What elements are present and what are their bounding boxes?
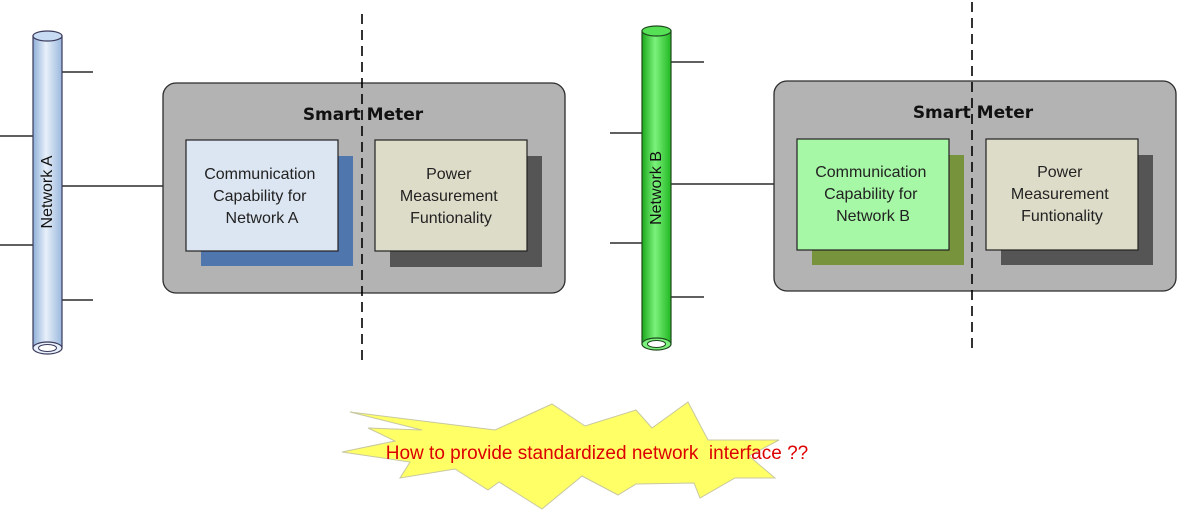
power-box-a-text: Power Measurement Funtionality — [400, 166, 502, 227]
comm-box-a-line: Capability for — [213, 188, 307, 205]
network-b-label: Network B — [648, 151, 665, 225]
power-box-a-line: Power — [426, 166, 472, 183]
network-b-group: Network B Smart Meter Communication Capa… — [610, 2, 1177, 354]
network-a-label: Network A — [39, 155, 56, 228]
comm-box-b-line: Network B — [836, 208, 910, 225]
network-a-cylinder — [32, 30, 63, 355]
network-a-group: Network A Smart Meter Communication Capa… — [0, 14, 566, 366]
comm-box-b-text: Communication Capability for Network B — [815, 164, 931, 225]
power-box-a — [374, 139, 528, 252]
power-box-b-line: Measurement — [1011, 186, 1109, 203]
network-b-cylinder — [641, 25, 672, 351]
comm-box-a-text: Communication Capability for Network A — [204, 166, 320, 227]
power-box-b-line: Funtionality — [1021, 208, 1103, 225]
question-callout: How to provide standardized network inte… — [341, 401, 808, 510]
smart-meter-a-title: Smart Meter — [303, 105, 424, 125]
callout-question-text: How to provide standardized network inte… — [386, 443, 808, 464]
smart-meter-b-title: Smart Meter — [913, 103, 1034, 123]
power-box-b — [985, 138, 1139, 251]
comm-box-a-line: Communication — [204, 166, 315, 183]
comm-box-b — [796, 138, 950, 251]
comm-box-a-line: Network A — [226, 210, 299, 227]
explosion-burst-shape — [341, 401, 780, 510]
power-box-a-line: Funtionality — [410, 210, 492, 227]
comm-box-b-line: Capability for — [824, 186, 918, 203]
comm-box-a — [185, 139, 339, 252]
power-box-a-line: Measurement — [400, 188, 498, 205]
power-box-b-line: Power — [1037, 164, 1083, 181]
comm-box-b-line: Communication — [815, 164, 926, 181]
power-box-b-text: Power Measurement Funtionality — [1011, 164, 1113, 225]
